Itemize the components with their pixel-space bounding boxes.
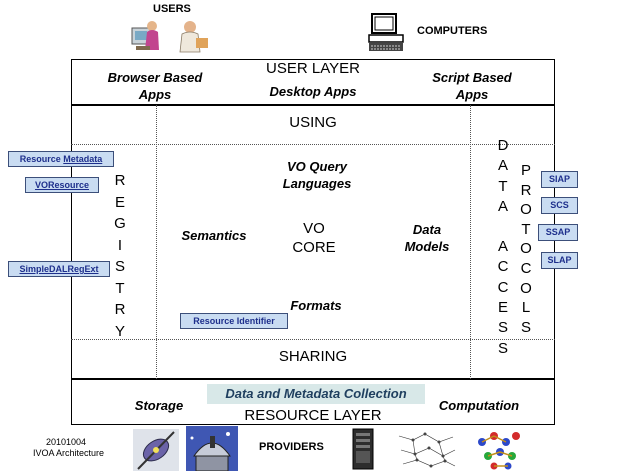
caption-label: IVOA Architecture <box>33 448 105 458</box>
server-icon <box>352 428 374 470</box>
computer-icon <box>368 13 404 51</box>
semantics: Semantics <box>181 228 247 243</box>
desktop-apps: Desktop Apps <box>269 84 357 99</box>
resource-identifier-tag[interactable]: Resource Identifier <box>180 313 288 329</box>
ssap-tag[interactable]: SSAP <box>538 224 578 241</box>
user-layer-title: USER LAYER <box>266 60 360 77</box>
computation: Computation <box>438 398 520 413</box>
scs-tag[interactable]: SCS <box>541 197 578 214</box>
voresource-tag[interactable]: VOResource <box>25 177 99 193</box>
data-models: Data Models <box>404 222 450 254</box>
observatory-icon <box>186 426 238 471</box>
vo-core: VO CORE <box>292 220 336 256</box>
network-map-icon <box>398 432 456 468</box>
using-divider <box>71 144 555 145</box>
resource-metadata-tag[interactable]: Resource Metadata <box>8 151 114 167</box>
browser-based-apps: Browser Based Apps <box>107 70 203 102</box>
user-layer-box <box>71 59 555 105</box>
vo-query-languages: VO Query Languages <box>282 159 352 191</box>
date-label: 20101004 <box>46 437 87 447</box>
resource-layer-title: RESOURCE LAYER <box>244 407 382 424</box>
users-label: USERS <box>153 3 191 15</box>
middle-box <box>71 105 555 379</box>
simpledalregext-tag[interactable]: SimpleDALRegExt <box>8 261 110 277</box>
registry-divider <box>156 105 157 379</box>
satellite-telescope-icon <box>133 429 179 471</box>
grid-people-icon <box>478 432 520 470</box>
storage: Storage <box>134 398 184 413</box>
siap-tag[interactable]: SIAP <box>541 171 578 188</box>
data-metadata-collection: Data and Metadata Collection <box>207 384 425 404</box>
sharing-divider <box>71 339 555 340</box>
using-label: USING <box>289 114 337 131</box>
data-access-divider <box>470 105 471 379</box>
sharing-label: SHARING <box>278 348 348 365</box>
resource-layer-box <box>71 379 555 425</box>
users-icon <box>131 21 208 53</box>
formats: Formats <box>290 298 342 313</box>
providers-label: PROVIDERS <box>259 441 324 453</box>
slap-tag[interactable]: SLAP <box>541 252 578 269</box>
computers-label: COMPUTERS <box>417 25 488 37</box>
script-based-apps: Script Based Apps <box>432 70 512 102</box>
